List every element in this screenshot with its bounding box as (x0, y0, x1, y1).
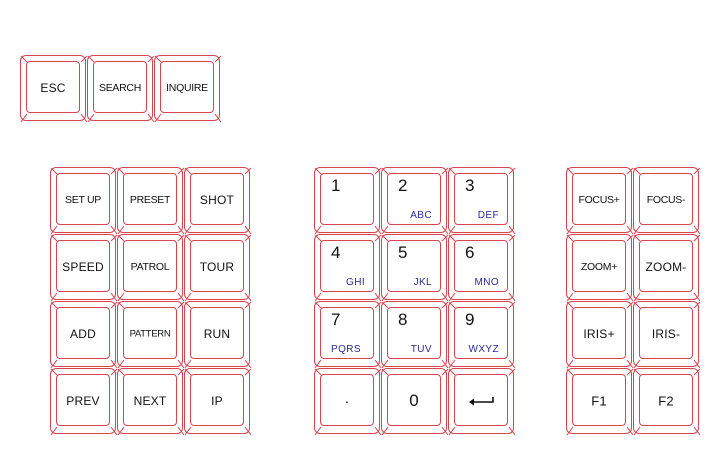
numpad-zero-label: 0 (409, 391, 419, 410)
focus-plus-key-label: FOCUS+ (578, 194, 620, 206)
numpad-digit: 8 (398, 310, 408, 329)
prev-key-label: PREV (66, 394, 100, 408)
preset-key[interactable]: PRESET (117, 167, 185, 235)
numpad-key-3[interactable]: 3 DEF (448, 167, 516, 235)
key-bevel (448, 234, 516, 302)
numpad-key-7[interactable]: 7 PQRS (314, 301, 382, 369)
zoom-minus-key[interactable]: ZOOM- (633, 234, 701, 302)
numpad-digit: 5 (398, 243, 408, 262)
ip-key-label: IP (211, 394, 223, 408)
enter-icon (469, 397, 494, 406)
numpad-key-0[interactable]: 0 (381, 368, 449, 436)
numpad-digit: 1 (331, 176, 341, 195)
tour-key-label: TOUR (199, 260, 235, 274)
numpad-digit: 3 (465, 176, 475, 195)
esc-key[interactable]: ESC (20, 55, 88, 123)
numpad-enter-key[interactable] (448, 368, 516, 436)
iris-plus-key[interactable]: IRIS+ (566, 301, 634, 369)
prev-key[interactable]: PREV (50, 368, 118, 436)
add-key[interactable]: ADD (50, 301, 118, 369)
run-key-label: RUN (203, 327, 231, 341)
ip-key[interactable]: IP (184, 368, 252, 436)
numpad-key-4[interactable]: 4 GHI (314, 234, 382, 302)
zoom-plus-key-label: ZOOM+ (580, 261, 618, 273)
search-key-label: SEARCH (99, 82, 141, 94)
preset-key-label: PRESET (129, 194, 171, 206)
patrol-key-label: PATROL (130, 261, 170, 273)
key-bevel (314, 167, 382, 235)
numpad-letters: TUV (410, 344, 432, 355)
inquire-key[interactable]: INQUIRE (154, 55, 222, 123)
next-key-label: NEXT (133, 394, 167, 408)
key-bevel (381, 234, 449, 302)
tour-key[interactable]: TOUR (184, 234, 252, 302)
zoom-minus-key-label: ZOOM- (645, 260, 687, 274)
numpad-dot-label: · (344, 393, 350, 409)
speed-key-label: SPEED (62, 260, 104, 274)
iris-plus-key-label: IRIS+ (583, 327, 615, 341)
shot-key-label: SHOT (199, 193, 235, 207)
key-bevel (448, 167, 516, 235)
f2-key-label: F2 (658, 393, 674, 409)
numpad-letters: DEF (477, 210, 499, 221)
focus-plus-key[interactable]: FOCUS+ (566, 167, 634, 235)
iris-minus-key[interactable]: IRIS- (633, 301, 701, 369)
numpad-letters: WXYZ (468, 344, 499, 355)
numpad-key-5[interactable]: 5 JKL (381, 234, 449, 302)
numpad-digit: 2 (398, 176, 408, 195)
numpad-key-6[interactable]: 6 MNO (448, 234, 516, 302)
key-bevel (314, 234, 382, 302)
speed-key[interactable]: SPEED (50, 234, 118, 302)
numpad-digit: 7 (331, 310, 341, 329)
iris-minus-key-label: IRIS- (651, 327, 681, 341)
numpad-key-2[interactable]: 2 ABC (381, 167, 449, 235)
numpad-key-9[interactable]: 9 WXYZ (448, 301, 516, 369)
numpad-letters: PQRS (331, 344, 361, 355)
next-key[interactable]: NEXT (117, 368, 185, 436)
patrol-key[interactable]: PATROL (117, 234, 185, 302)
key-bevel (314, 301, 382, 369)
add-key-label: ADD (70, 327, 96, 341)
numpad-letters: ABC (410, 210, 432, 221)
key-bevel (381, 301, 449, 369)
focus-minus-key[interactable]: FOCUS- (633, 167, 701, 235)
numpad-digit: 6 (465, 243, 475, 262)
search-key[interactable]: SEARCH (87, 55, 155, 123)
f1-key-label: F1 (591, 393, 607, 409)
setup-key-label: SET UP (65, 194, 101, 206)
pattern-key-label: PATTERN (129, 328, 171, 340)
run-key[interactable]: RUN (184, 301, 252, 369)
shot-key[interactable]: SHOT (184, 167, 252, 235)
numpad-letters: MNO (474, 277, 499, 288)
zoom-plus-key[interactable]: ZOOM+ (566, 234, 634, 302)
numpad-key-8[interactable]: 8 TUV (381, 301, 449, 369)
numpad-digit: 4 (331, 243, 341, 262)
setup-key[interactable]: SET UP (50, 167, 118, 235)
esc-key-label: ESC (40, 81, 66, 95)
numpad-letters: JKL (413, 277, 432, 288)
f2-key[interactable]: F2 (633, 368, 701, 436)
numpad-digit: 9 (465, 310, 475, 329)
inquire-key-label: INQUIRE (166, 82, 208, 94)
key-bevel (381, 167, 449, 235)
numpad-letters: GHI (346, 277, 365, 288)
f1-key[interactable]: F1 (566, 368, 634, 436)
focus-minus-key-label: FOCUS- (646, 194, 686, 206)
numpad-key-1[interactable]: 1 (314, 167, 382, 235)
numpad-key-dot[interactable]: · (314, 368, 382, 436)
pattern-key[interactable]: PATTERN (117, 301, 185, 369)
key-bevel (448, 301, 516, 369)
